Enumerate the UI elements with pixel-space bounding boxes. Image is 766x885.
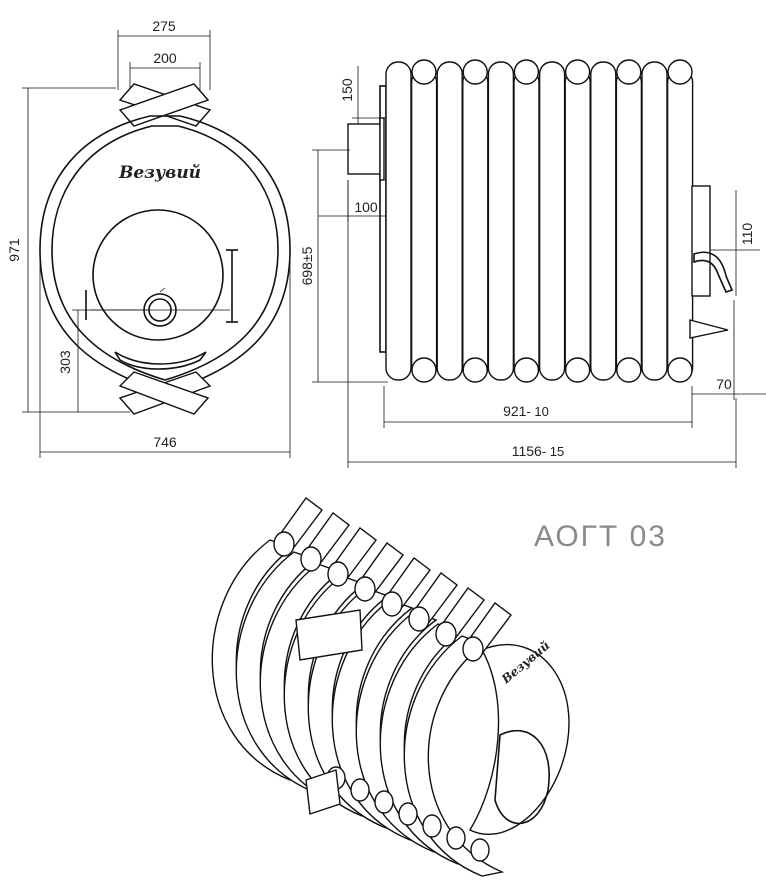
iso-tube-cap — [381, 591, 403, 617]
side-tube — [410, 69, 438, 381]
dim-door-offset: 110 — [739, 223, 755, 246]
ash-drawer-handle — [689, 319, 729, 339]
dim-total-len: 1156- 15 — [512, 443, 565, 459]
side-view: 150 100 698±5 110 70 921- 10 1156- 15 — [299, 59, 766, 468]
door-handle-side — [693, 251, 734, 293]
side-tube — [385, 61, 412, 381]
dim-top-outer: 275 — [152, 18, 176, 34]
iso-bottom-tubes — [326, 766, 490, 862]
tube-end-top — [513, 59, 540, 85]
dim-handle: 70 — [716, 376, 732, 392]
isometric-view: Везувий — [211, 497, 570, 877]
dim-axis-height: 698±5 — [299, 246, 315, 285]
iso-flue — [295, 609, 363, 661]
stove-body-outline — [39, 115, 291, 393]
iso-bottom-cap — [422, 814, 442, 838]
bottom-crossed-pipes — [118, 371, 212, 415]
side-tube — [462, 69, 489, 381]
side-tube — [615, 69, 643, 381]
iso-tube-cap — [354, 576, 376, 602]
front-view: 275 200 Везувий 971 — [6, 18, 291, 458]
tube-end-top — [411, 59, 437, 85]
side-tube — [666, 69, 694, 381]
ash-slot — [114, 351, 207, 370]
side-tube — [538, 61, 566, 381]
tube-end-bottom — [564, 357, 591, 383]
side-tube — [564, 69, 591, 381]
flue-pipe — [347, 123, 381, 175]
iso-tube-cap — [300, 546, 322, 572]
side-tubes — [385, 59, 694, 383]
iso-tube-cap — [435, 621, 457, 647]
iso-tube-cap — [273, 531, 295, 557]
model-label: АОГТ 03 — [534, 520, 667, 553]
side-tube — [590, 61, 617, 381]
iso-tube-cap — [408, 606, 430, 632]
dim-width: 746 — [153, 434, 177, 450]
side-tube — [641, 61, 668, 381]
iso-bottom-cap — [374, 790, 394, 814]
dim-height: 971 — [6, 238, 22, 262]
tube-end-top — [564, 59, 591, 85]
tube-end-top — [616, 59, 642, 85]
brand-logo: Везувий — [118, 163, 201, 183]
iso-bottom-cap — [398, 802, 418, 826]
dim-top-inner: 200 — [153, 50, 177, 66]
tube-end-top — [667, 59, 693, 85]
iso-front-plate — [469, 643, 570, 835]
dim-flue-height: 150 — [339, 78, 355, 102]
iso-tube-cap — [462, 636, 484, 662]
iso-bottom-cap — [446, 826, 466, 850]
iso-bottom-cap — [470, 838, 490, 862]
dim-flue-len: 100 — [354, 199, 378, 215]
tube-end-bottom — [513, 357, 540, 383]
side-tube — [487, 61, 515, 381]
dim-body-len: 921- 10 — [503, 403, 549, 419]
iso-bottom-cap — [350, 778, 370, 802]
side-tube — [513, 69, 540, 381]
tube-end-bottom — [411, 357, 437, 383]
tube-end-bottom — [667, 357, 693, 383]
door-circle — [92, 209, 224, 341]
top-crossed-pipes — [118, 83, 212, 127]
tube-end-bottom — [462, 357, 488, 383]
tube-end-top — [462, 59, 488, 85]
stove-body-inner — [51, 125, 279, 381]
dim-ash: 303 — [57, 350, 73, 374]
tube-end-bottom — [616, 357, 642, 383]
iso-top-tubes — [273, 497, 512, 662]
iso-door — [494, 729, 550, 825]
side-door — [691, 185, 711, 297]
side-tube — [436, 61, 463, 381]
iso-tube-cap — [327, 561, 349, 587]
